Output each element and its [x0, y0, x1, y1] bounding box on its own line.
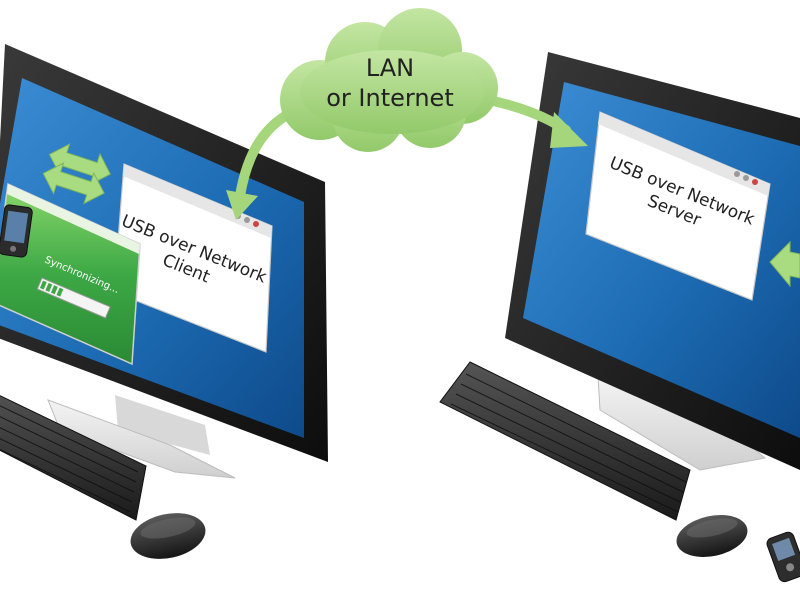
client-keyboard [0, 395, 147, 521]
client-computer: USB over Network Client Synchronizing... [0, 44, 328, 559]
cloud-to-client-arrowhead-icon [226, 190, 258, 220]
server-window-minimize-icon [734, 171, 740, 177]
network-cloud-icon: LAN or Internet [280, 8, 498, 152]
server-app-window: USB over Network Server [585, 111, 771, 301]
server-mouse [676, 515, 748, 557]
server-incoming-arrow-icon [769, 240, 800, 288]
cloud-label-line2: or Internet [326, 84, 453, 112]
usb-device-icon [766, 531, 800, 583]
server-window-maximize-icon [743, 175, 749, 181]
client-mouse [130, 513, 206, 559]
phone-device-icon [0, 204, 33, 258]
cloud-label-line1: LAN [366, 54, 414, 82]
client-window-close-icon [253, 221, 259, 227]
server-computer: USB over Network Server [439, 52, 800, 583]
sync-progress-bar [36, 277, 111, 319]
client-window-maximize-icon [244, 217, 250, 223]
server-keyboard [439, 361, 691, 521]
cloud-to-server-arrowhead-icon [550, 112, 588, 148]
server-window-close-icon [752, 179, 758, 185]
sync-dialog: Synchronizing... [0, 182, 141, 366]
client-transfer-arrow-icon [42, 143, 111, 205]
